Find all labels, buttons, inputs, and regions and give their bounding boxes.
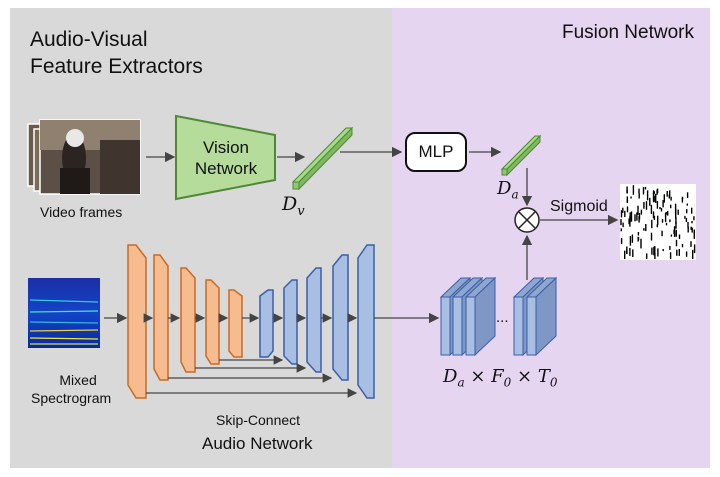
video-frames-caption: Video frames: [40, 204, 123, 220]
tensor-shape-label: Da × F0 × T0: [443, 366, 558, 390]
panel-title-audio-visual: Audio-Visual Feature Extractors: [30, 28, 203, 78]
video-frames-image: [27, 119, 141, 195]
vision-network-label: Vision Network: [194, 138, 258, 178]
decoder-block: [283, 279, 298, 365]
mlp-block: MLP: [405, 132, 467, 172]
multiply-operator-icon: [514, 207, 540, 233]
output-mask-image: [620, 184, 696, 260]
tensor-stack-left: [439, 276, 497, 357]
encoder-block: [153, 254, 169, 381]
panel-title-fusion: Fusion Network: [562, 22, 694, 43]
tensor-stack-right: [512, 276, 558, 357]
decoder-block: [357, 244, 375, 399]
encoder-block: [228, 289, 243, 358]
encoder-block: [180, 267, 196, 373]
audio-feature-vector: [500, 134, 542, 177]
audio-network-label: Audio Network: [202, 434, 313, 453]
decoder-block: [306, 267, 322, 373]
encoder-block: [127, 244, 147, 399]
spectrogram-image: [28, 278, 100, 348]
skip-connections: [146, 355, 358, 398]
audio-decoder: [259, 244, 375, 399]
decoder-block: [332, 254, 349, 381]
vision-network-block: [175, 114, 276, 201]
skip-connect-label: Skip-Connect: [216, 412, 301, 428]
tensor-ellipsis: ...: [496, 309, 509, 326]
visual-feature-label: Dv: [282, 193, 305, 219]
visual-feature-vector: [291, 126, 354, 191]
encoder-block: [205, 279, 220, 365]
sigmoid-label: Sigmoid: [550, 198, 608, 215]
audio-visual-panel: [10, 8, 392, 468]
decoder-block: [259, 289, 274, 358]
spectrogram-caption: Mixed Spectrogram: [31, 372, 112, 406]
audio-feature-label: Da: [497, 178, 519, 202]
audio-encoder: [127, 244, 243, 399]
